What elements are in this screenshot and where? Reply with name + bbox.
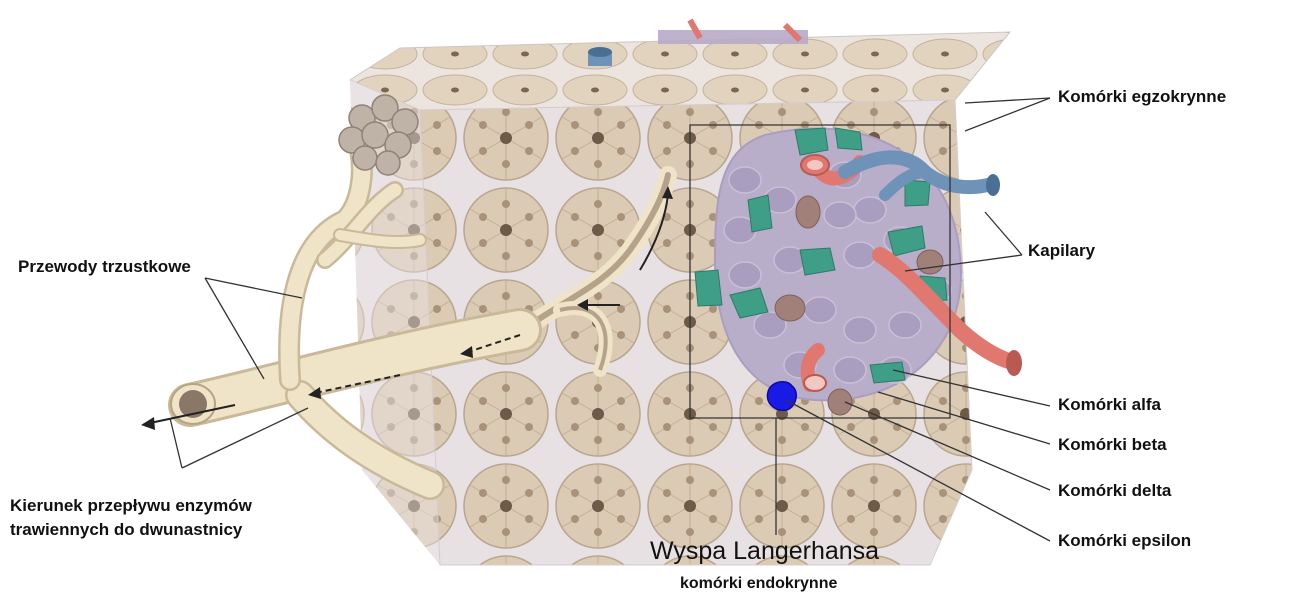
label-islet-subtitle: komórki endokrynne xyxy=(680,573,837,595)
label-exocrine-cells: Komórki egzokrynne xyxy=(1058,86,1226,108)
label-alpha-cells: Komórki alfa xyxy=(1058,394,1161,416)
label-beta-cells: Komórki beta xyxy=(1058,434,1167,456)
label-delta-cells: Komórki delta xyxy=(1058,480,1171,502)
label-islet-title: Wyspa Langerhansa xyxy=(650,540,879,562)
label-flow-direction-line1: Kierunek przepływu enzymów xyxy=(10,495,252,517)
epsilon-cell xyxy=(767,382,796,411)
label-capillaries: Kapilary xyxy=(1028,240,1095,262)
label-epsilon-cells: Komórki epsilon xyxy=(1058,530,1191,552)
label-flow-direction-line2: trawiennych do dwunastnicy xyxy=(10,519,242,541)
label-pancreatic-ducts: Przewody trzustkowe xyxy=(18,256,191,278)
